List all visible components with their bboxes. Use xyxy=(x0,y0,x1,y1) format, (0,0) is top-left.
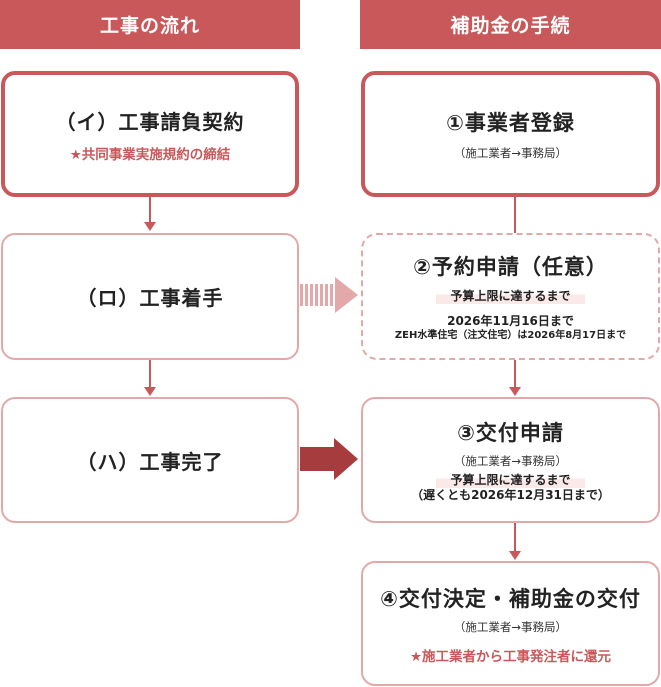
step-2-reservation-application: ②予約申請（任意） 予算上限に達するまで 2026年11月16日まで ZEH水準… xyxy=(361,233,660,360)
step-3-grant-application: ③交付申請 （施工業者→事務局） 予算上限に達するまで （遅くとも2026年12… xyxy=(361,397,660,523)
arrowhead-ro-to-ha xyxy=(144,387,156,396)
step-ro-construction-start: （ロ）工事着手 xyxy=(1,233,299,360)
step-2-zeh-deadline: ZEH水準住宅（注文住宅）は2026年8月17日まで xyxy=(394,330,627,341)
step-2-title: ②予約申請（任意） xyxy=(413,255,608,279)
optional-arrow xyxy=(300,277,358,313)
step-i-title: （イ）工事請負契約 xyxy=(55,109,245,134)
header-subsidy-procedure-label: 補助金の手続 xyxy=(450,15,571,37)
step-2-deadline: 2026年11月16日まで xyxy=(447,314,574,328)
step-4-sub: （施工業者→事務局） xyxy=(453,619,568,634)
step-ro-title: （ロ）工事着手 xyxy=(76,286,224,310)
step-4-title: ④交付決定・補助金の交付 xyxy=(380,586,641,611)
arrowhead-i-to-ro xyxy=(144,222,156,231)
step-3-deadline: （遅くとも2026年12月31日まで） xyxy=(411,488,610,502)
step-4-grant-decision: ④交付決定・補助金の交付 （施工業者→事務局） ★施工業者から工事発注者に還元 xyxy=(361,561,660,686)
step-i-note: ★共同事業実施規約の締結 xyxy=(69,146,231,163)
step-3-title: ③交付申請 xyxy=(457,421,564,445)
step-i-construction-contract: （イ）工事請負契約 ★共同事業実施規約の締結 xyxy=(1,71,299,197)
required-arrow xyxy=(300,438,358,480)
step-3-budget-limit: 予算上限に達するまで xyxy=(436,471,585,488)
header-construction-flow: 工事の流れ xyxy=(0,0,300,49)
arrowhead-2-to-3 xyxy=(509,387,521,396)
step-1-sub: （施工業者→事務局） xyxy=(453,146,568,160)
step-3-sub: （施工業者→事務局） xyxy=(453,454,568,468)
step-2-budget-limit: 予算上限に達するまで xyxy=(436,287,585,304)
step-1-business-registration: ①事業者登録 （施工業者→事務局） xyxy=(361,71,660,197)
step-ha-construction-complete: （ハ）工事完了 xyxy=(1,397,299,523)
step-ha-title: （ハ）工事完了 xyxy=(76,449,224,474)
step-4-note: ★施工業者から工事発注者に還元 xyxy=(409,648,612,665)
header-construction-flow-label: 工事の流れ xyxy=(99,15,200,37)
step-1-title: ①事業者登録 xyxy=(446,111,575,135)
header-subsidy-procedure: 補助金の手続 xyxy=(360,0,661,49)
arrowhead-3-to-4 xyxy=(509,551,521,560)
